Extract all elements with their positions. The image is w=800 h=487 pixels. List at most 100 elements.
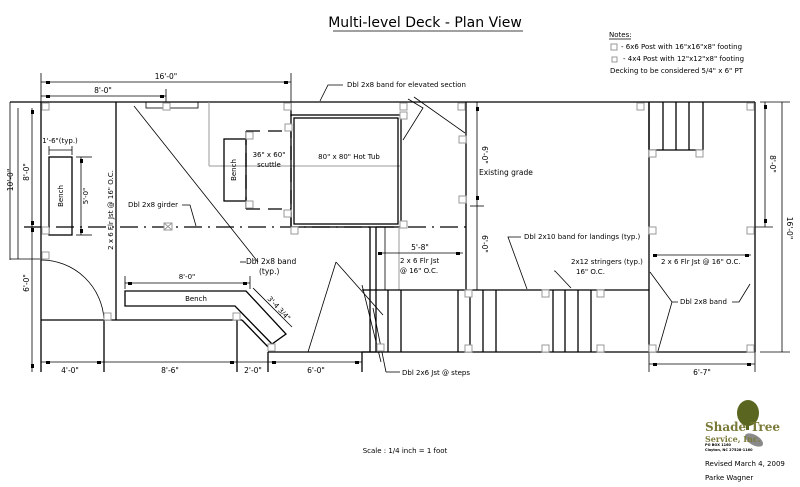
scale-label: Scale : 1/4 inch = 1 foot xyxy=(363,447,448,455)
band-typ-label: Dbl 2x8 band xyxy=(246,257,296,266)
band-leader-diagonal xyxy=(133,105,259,263)
stringers-label-1: 2x12 stringers (typ.) xyxy=(571,258,643,266)
dim-left-lower-label: 6'-0" xyxy=(22,274,31,292)
post xyxy=(648,344,657,353)
dim-top-partial-label: 8'-0" xyxy=(94,86,112,95)
post xyxy=(596,289,605,298)
band-elevated-leader xyxy=(319,84,343,102)
post xyxy=(541,289,550,298)
post-4x4-symbol xyxy=(611,56,618,63)
post xyxy=(245,131,254,140)
dim-bottom-1-label: 4'-0" xyxy=(61,366,79,375)
top-step xyxy=(145,101,199,109)
post xyxy=(290,226,299,235)
post xyxy=(41,251,50,260)
posts xyxy=(41,102,755,353)
dim-left-upper-label: 8'-0" xyxy=(22,163,31,181)
dim-bottom-5-label: 6'-7" xyxy=(693,368,711,377)
post xyxy=(541,344,550,353)
bench-small-label: Bench xyxy=(57,185,65,207)
dim-left-upper: 8'-0" 6'-0" xyxy=(22,108,40,372)
dim-right-upper-label: 8'-0" xyxy=(768,155,777,173)
band-right-label: Dbl 2x8 band xyxy=(680,298,727,306)
stringers-label-2: 16" O.C. xyxy=(576,268,605,276)
dim-right-overall-label: 16'-0" xyxy=(785,217,794,240)
post xyxy=(103,312,112,321)
post xyxy=(267,343,276,352)
post xyxy=(284,123,293,132)
post xyxy=(464,344,473,353)
post xyxy=(283,209,292,218)
post xyxy=(458,195,467,204)
shade-tree-logo: Shade Tree Service, Inc. PO BOX 1160 Cla… xyxy=(705,400,780,452)
post xyxy=(596,344,605,353)
dim-landing-width-label: 5'-8" xyxy=(411,243,429,252)
post xyxy=(41,226,50,235)
dim-left-overall: 10'-0" xyxy=(6,102,40,260)
hot-tub-outer xyxy=(290,114,402,228)
logo-line-1: PO BOX 1160 xyxy=(705,443,732,447)
girder-label: Dbl 2x8 girder xyxy=(128,201,178,209)
dim-bench-width: 1'-6"(typ.) xyxy=(42,137,78,155)
post xyxy=(695,149,704,158)
angled-edge xyxy=(241,319,272,351)
revised-date: Revised March 4, 2009 xyxy=(705,460,785,468)
post-6x6-symbol xyxy=(610,43,618,51)
band-elevated-label: Dbl 2x8 band for elevated section xyxy=(347,81,466,89)
hot-tub-label: 80" x 80" Hot Tub xyxy=(318,153,380,161)
scuttle-size-label: 36" x 60" xyxy=(253,151,286,159)
dim-bottom-3-label: 2'-0" xyxy=(244,366,262,375)
dim-bottom-4-label: 6'-0" xyxy=(307,366,325,375)
post xyxy=(41,102,50,111)
girder-leader xyxy=(182,204,197,227)
logo-name-1: Shade Tree xyxy=(705,420,780,434)
post xyxy=(746,102,755,111)
author-name: Parke Wagner xyxy=(705,474,753,482)
dim-bottom-chain: 4'-0" 8'-6" 2'-0" 6'-0" xyxy=(41,361,362,375)
scuttle-label: scuttle xyxy=(257,161,281,169)
note-decking: Decking to be considered 5/4" x 6" PT xyxy=(610,67,744,75)
dim-right-upper: 8'-0" xyxy=(755,102,777,228)
band-landings-label: Dbl 2x10 band for landings (typ.) xyxy=(524,233,641,241)
post xyxy=(636,102,645,111)
post xyxy=(648,149,657,158)
bench-upper xyxy=(223,138,247,202)
post xyxy=(232,312,241,321)
post xyxy=(746,226,755,235)
dim-top-overall: 16'-0" xyxy=(40,72,292,102)
post xyxy=(457,102,466,111)
dim-bench2-angled: 3'-4 3/4" xyxy=(252,287,293,328)
dim-landing-width: 5'-8" xyxy=(378,243,463,255)
dim-bench2-angled-label: 3'-4 3/4" xyxy=(266,295,292,322)
dim-bench2-length-label: 8'-0" xyxy=(179,273,196,281)
logo-name-2: Service, Inc. xyxy=(705,434,761,444)
joist-landing-label-1: 2 x 6 Flr Jst xyxy=(400,257,440,265)
joist-landing-label-2: @ 16" O.C. xyxy=(400,267,438,275)
post xyxy=(399,220,408,229)
dim-bench-length: 5'-0" xyxy=(76,156,92,236)
post xyxy=(245,200,254,209)
dim-left-overall-label: 10'-0" xyxy=(6,169,15,192)
joist-steps-label: Dbl 2x6 Jst @ steps xyxy=(402,369,470,377)
notes-heading: Notes: xyxy=(609,31,632,39)
dim-right-overall: 16'-0" xyxy=(760,101,794,353)
dim-mid-upper-label: 6'-0" xyxy=(480,146,489,164)
bench-small xyxy=(48,156,73,236)
existing-grade-label: Existing grade xyxy=(479,168,533,177)
dim-bottom-2-label: 8'-6" xyxy=(161,366,179,375)
bench-upper-label: Bench xyxy=(230,159,238,181)
post xyxy=(648,226,657,235)
post xyxy=(458,135,467,144)
band-typ-label-2: (typ.) xyxy=(259,267,279,276)
note-item-6x6: - 6x6 Post with 16"x16"x8" footing xyxy=(621,43,742,51)
dim-bench2-length: 8'-0" xyxy=(124,273,251,289)
dim-top-overall-label: 16'-0" xyxy=(155,72,178,81)
post xyxy=(376,343,385,352)
dim-bench-length-label: 5'-0" xyxy=(82,188,90,205)
logo-line-2: Clayton, NC 27528-1160 xyxy=(705,448,753,452)
post xyxy=(746,344,755,353)
post xyxy=(162,102,171,111)
joist-left-label: 2 x 6 Flr Jst @ 16" O.C. xyxy=(107,170,115,250)
bench-long-label: Bench xyxy=(185,295,207,303)
